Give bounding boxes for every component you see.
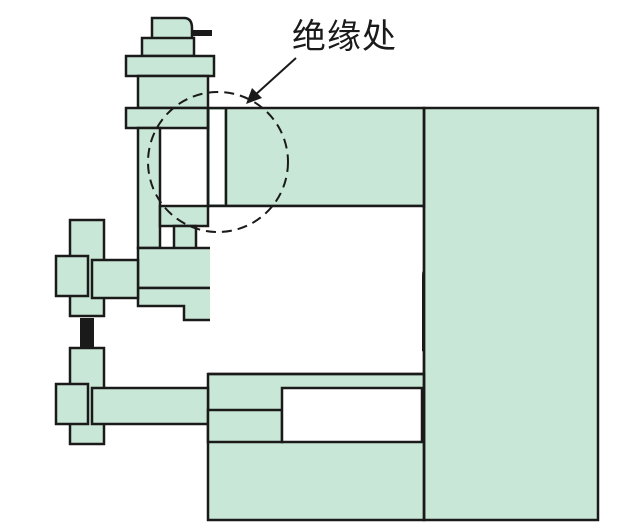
machine-body — [422, 106, 600, 522]
insulation-label: 绝缘处 — [292, 17, 397, 57]
upper-side-knob — [54, 254, 90, 298]
link-rod — [80, 318, 94, 348]
mount-plate — [124, 106, 210, 130]
callout-arrowhead — [246, 88, 262, 104]
ram-stem — [172, 224, 198, 252]
upper-holder — [136, 246, 222, 290]
cylinder-cap — [140, 36, 196, 58]
upper-side-bar — [90, 258, 140, 300]
lower-side-knob — [54, 382, 90, 426]
lower-side-bar — [90, 386, 210, 426]
vertical-ram — [136, 126, 162, 250]
cylinder-flange — [124, 54, 216, 78]
insulation-callout-circle — [147, 91, 289, 233]
upper-arm — [206, 106, 426, 208]
top-connector — [192, 30, 212, 36]
callout-leader — [253, 57, 297, 97]
lower-jaw — [206, 408, 284, 444]
cylinder-body — [136, 74, 210, 110]
